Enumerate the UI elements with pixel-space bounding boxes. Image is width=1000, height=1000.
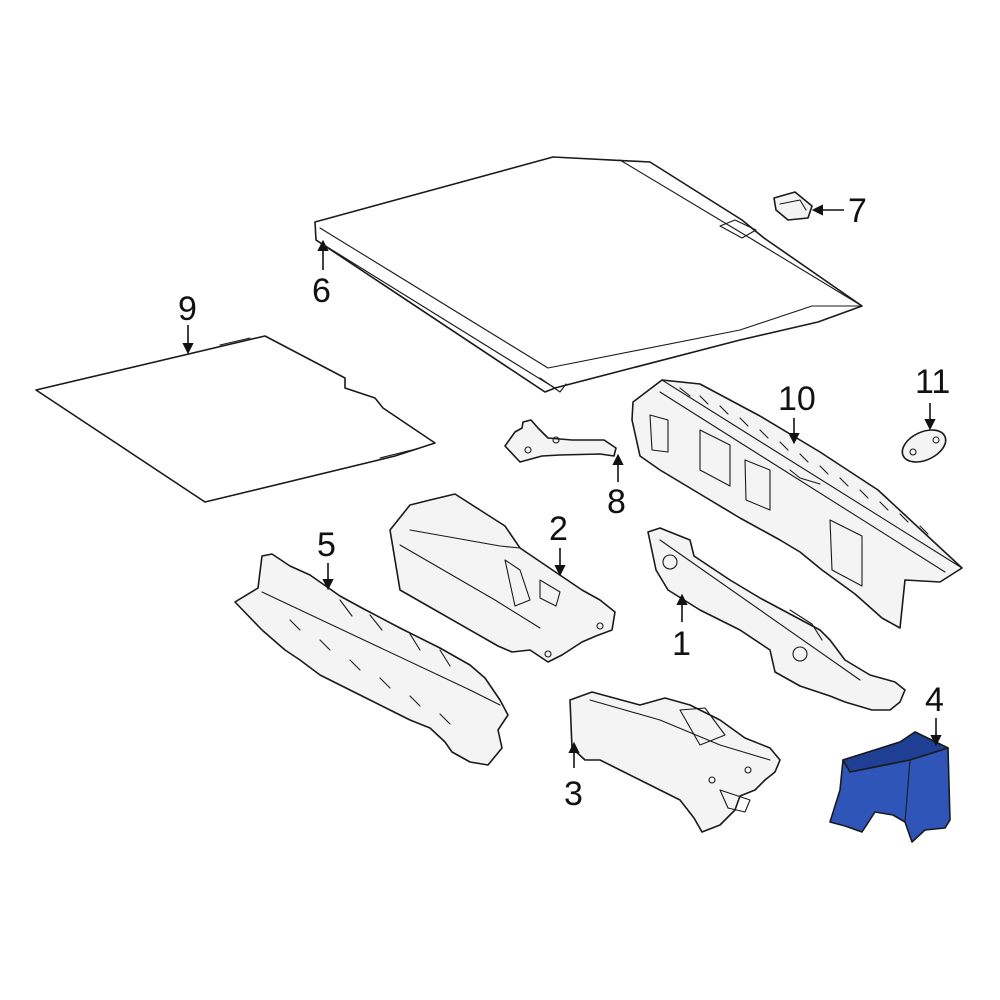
callout-8: 8: [607, 483, 626, 521]
part-4-top-face: [842, 731, 949, 773]
callout-5: 5: [317, 526, 336, 564]
callout-11: 11: [915, 363, 950, 401]
part-7-clip[interactable]: [773, 191, 813, 221]
callout-leaders: [182, 204, 942, 768]
part-1-side-rail[interactable]: [647, 527, 906, 711]
part-10-sill-trim[interactable]: [631, 379, 963, 629]
part-3-support-bracket[interactable]: [569, 691, 781, 833]
part-9-floor-mat[interactable]: [35, 335, 436, 503]
part-4-highlighted-bracket[interactable]: [829, 731, 951, 843]
part-6-cargo-cover[interactable]: [314, 156, 863, 393]
part-11-plug[interactable]: [897, 424, 951, 469]
callout-3: 3: [564, 775, 583, 813]
callout-6: 6: [312, 272, 331, 310]
callout-7: 7: [848, 192, 867, 230]
callout-1: 1: [672, 625, 691, 663]
callout-2: 2: [549, 510, 568, 548]
callout-10: 10: [778, 380, 816, 418]
part-5-side-trim[interactable]: [234, 553, 509, 766]
part-8-bracket[interactable]: [504, 419, 617, 463]
callout-4: 4: [925, 681, 944, 719]
callout-9: 9: [178, 290, 197, 328]
part-2-storage-tray[interactable]: [389, 493, 616, 663]
callout-labels: 6 7 9 10 11 8 2 5 1 3 4: [178, 192, 950, 813]
